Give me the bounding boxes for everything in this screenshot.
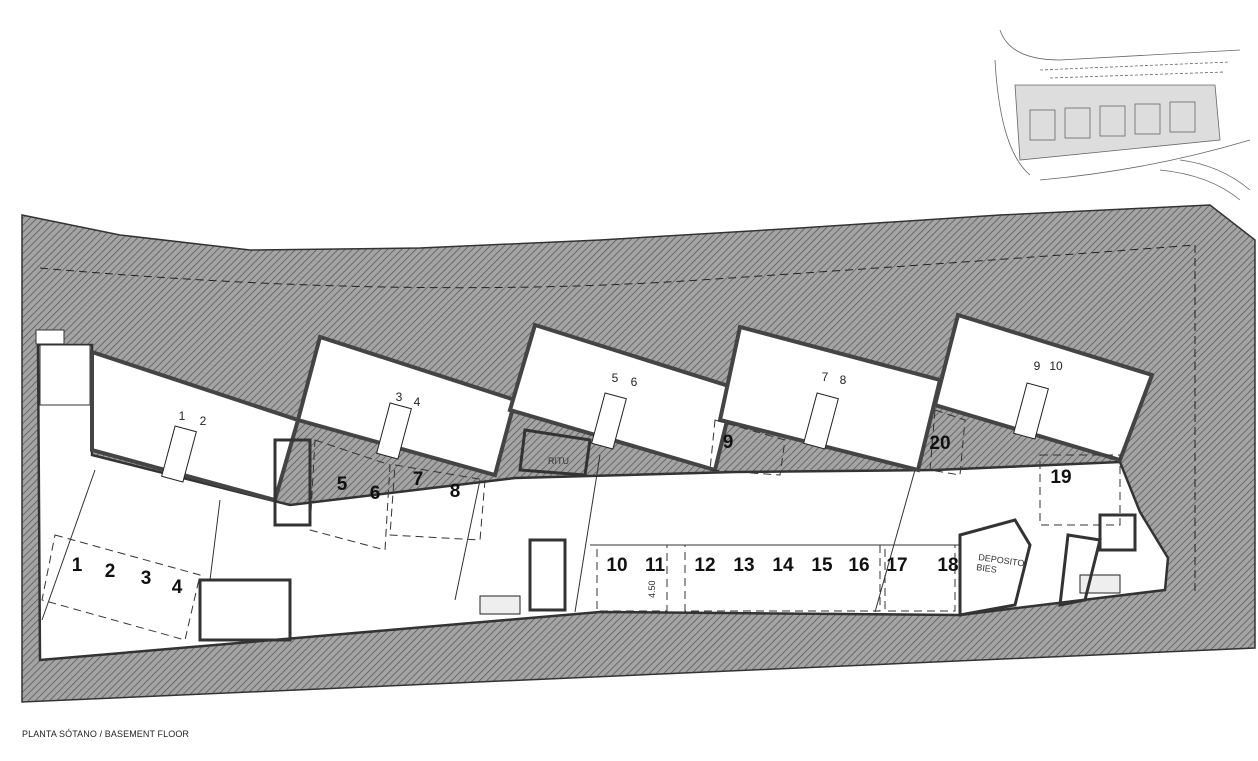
parking-label: 13 — [733, 555, 754, 576]
parking-label: 18 — [937, 555, 958, 576]
unit-label: 9 — [1034, 359, 1041, 373]
unit-label: 7 — [822, 370, 829, 384]
bies-label: BIES — [976, 562, 998, 575]
parking-label: 15 — [811, 555, 833, 576]
site-location-inset — [994, 29, 1251, 201]
unit-label: 5 — [612, 371, 619, 385]
unit-label: 1 — [179, 409, 186, 423]
dimension-label: 4.50 — [647, 580, 657, 598]
unit-number-labels: 1 2 3 4 5 6 7 8 9 10 — [179, 359, 1063, 428]
parking-label: 5 — [337, 474, 348, 495]
parking-label: 16 — [848, 555, 869, 576]
parking-label: 8 — [450, 481, 461, 502]
unit-block-3-4 — [295, 334, 518, 478]
ritu-room-label: RITU — [548, 456, 569, 466]
unit-label: 10 — [1049, 359, 1063, 373]
parking-label: 14 — [772, 555, 794, 576]
unit-label: 3 — [396, 390, 403, 404]
unit-label: 8 — [840, 373, 847, 387]
parking-label: 6 — [370, 483, 381, 504]
ramp-area — [39, 344, 91, 406]
parking-label: 7 — [413, 469, 424, 490]
parking-label: 9 — [723, 432, 734, 453]
parking-label: 10 — [606, 555, 627, 576]
parking-label: 17 — [886, 555, 907, 576]
unit-label: 6 — [631, 375, 638, 389]
property-boundary-line — [39, 244, 1196, 592]
parking-label: 19 — [1050, 467, 1071, 488]
stairs — [161, 382, 1121, 615]
parking-label: 2 — [105, 561, 116, 582]
ventilation-shaft — [35, 329, 65, 345]
parking-space-labels: 1 2 3 4 5 6 7 8 9 10 11 12 13 14 15 16 1… — [72, 432, 1072, 598]
parking-label: 3 — [141, 568, 152, 589]
parking-label: 11 — [645, 555, 666, 576]
parking-label: 1 — [72, 555, 83, 576]
parking-label: 20 — [929, 433, 950, 454]
plan-caption: PLANTA SÓTANO / BASEMENT FLOOR — [22, 729, 190, 739]
parking-label: 4 — [172, 577, 183, 598]
unit-label: 4 — [414, 395, 421, 409]
parking-bays — [41, 409, 966, 641]
parking-label: 12 — [694, 555, 715, 576]
unit-label: 2 — [200, 414, 207, 428]
